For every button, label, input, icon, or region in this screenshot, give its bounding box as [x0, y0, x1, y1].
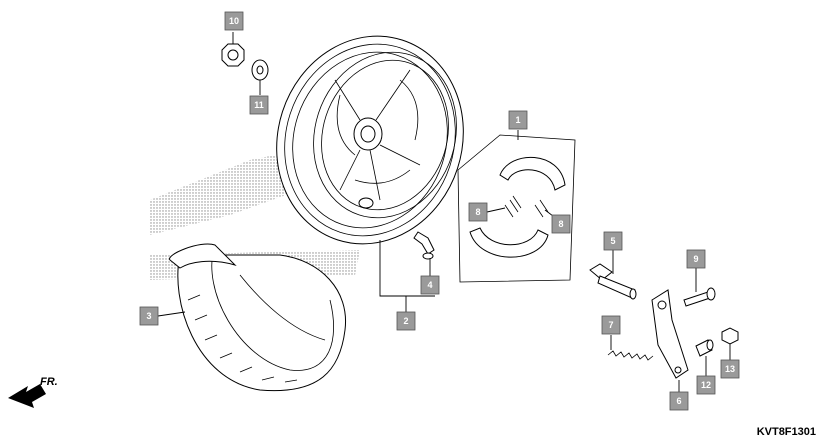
lock-nut [721, 327, 739, 345]
svg-text:3: 3 [146, 311, 151, 321]
bolt [683, 287, 716, 307]
svg-text:5: 5 [610, 236, 615, 246]
return-spring [607, 350, 654, 361]
callout-3: 3 [139, 306, 159, 326]
svg-text:9: 9 [693, 254, 698, 264]
svg-text:2: 2 [403, 316, 408, 326]
rear-wheel [276, 35, 464, 245]
brake-arm [651, 289, 689, 379]
callout-8-right: 8 [551, 214, 571, 234]
callout-9: 9 [686, 249, 706, 269]
svg-text:10: 10 [229, 16, 239, 26]
front-label: FR. [40, 376, 58, 388]
brake-cam [589, 263, 637, 300]
callout-5: 5 [603, 231, 623, 251]
tire-valve [413, 231, 435, 260]
svg-text:13: 13 [725, 364, 735, 374]
callout-2: 2 [396, 311, 416, 331]
callout-1: 1 [508, 110, 528, 130]
callout-10: 10 [224, 11, 244, 31]
washer [251, 59, 269, 81]
flange-nut [221, 43, 245, 67]
svg-text:7: 7 [608, 320, 613, 330]
svg-text:12: 12 [701, 380, 711, 390]
callout-8-left: 8 [468, 202, 488, 222]
callout-6: 6 [669, 391, 689, 411]
callout-4: 4 [420, 275, 440, 295]
svg-text:8: 8 [558, 219, 563, 229]
svg-text:8: 8 [475, 207, 480, 217]
front-direction-arrow: FR. [8, 376, 58, 408]
collar [695, 339, 714, 357]
svg-text:4: 4 [427, 280, 432, 290]
callout-12: 12 [696, 375, 716, 395]
svg-text:6: 6 [676, 396, 681, 406]
svg-text:11: 11 [254, 100, 264, 110]
rear-tire [169, 243, 347, 392]
callout-11: 11 [249, 95, 269, 115]
catalog-code: KVT8F1301 [756, 426, 816, 438]
svg-text:1: 1 [515, 115, 520, 125]
callout-13: 13 [720, 359, 740, 379]
brake-shoe-set [457, 134, 576, 283]
callout-7: 7 [601, 315, 621, 335]
